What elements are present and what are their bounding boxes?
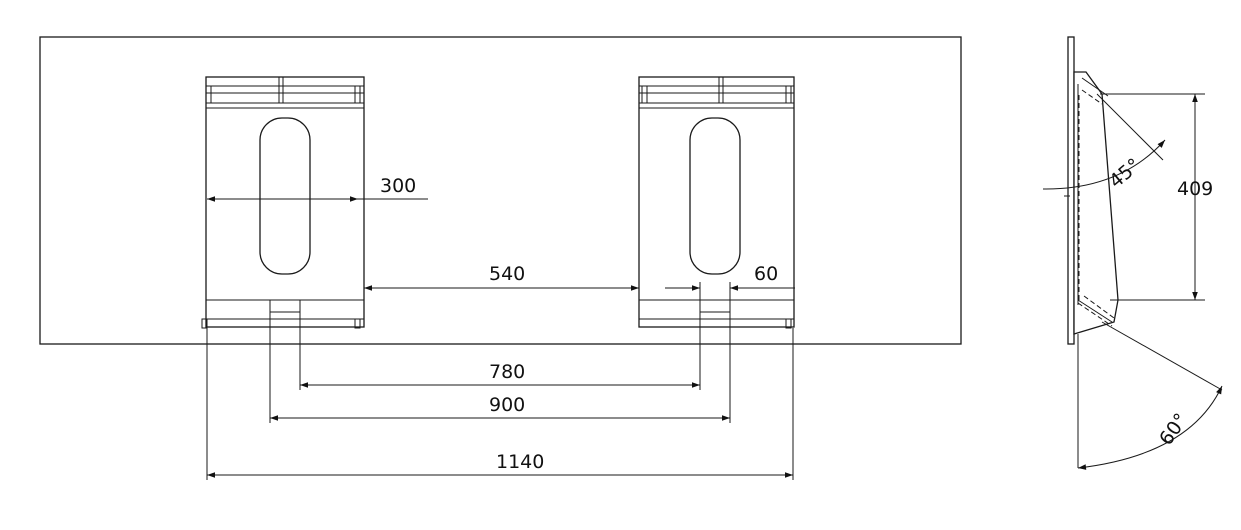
dim-60-angle: 60° xyxy=(1077,321,1223,470)
back-plate xyxy=(39,36,962,345)
right-bracket xyxy=(638,76,795,329)
dim-540: 540 xyxy=(364,263,639,291)
left-bracket xyxy=(201,76,365,329)
dim-900: 900 xyxy=(270,394,730,421)
dim-300-label: 300 xyxy=(380,175,416,197)
dim-45-label: 45° xyxy=(1105,154,1145,193)
dim-60-angle-label: 60° xyxy=(1155,409,1192,449)
dim-409-label: 409 xyxy=(1177,178,1213,200)
dim-540-label: 540 xyxy=(489,263,525,285)
dim-300: 300 xyxy=(207,175,428,202)
dim-60: 60 xyxy=(665,263,795,291)
left-oval-opening xyxy=(259,117,311,275)
dim-780-label: 780 xyxy=(489,361,525,383)
side-bracket-profile xyxy=(1073,71,1119,335)
front-view: 300 540 60 780 900 xyxy=(39,36,962,480)
dim-60-label: 60 xyxy=(754,263,778,285)
dim-1140: 1140 xyxy=(207,451,793,478)
side-wall-plate xyxy=(1067,36,1075,345)
dim-1140-label: 1140 xyxy=(496,451,544,473)
dim-900-label: 900 xyxy=(489,394,525,416)
left-slot xyxy=(269,299,301,313)
dim-409: 409 xyxy=(1100,93,1213,301)
dim-780: 780 xyxy=(300,361,700,388)
right-oval-opening xyxy=(689,117,741,275)
side-view: 409 45° 60° xyxy=(1042,36,1223,470)
